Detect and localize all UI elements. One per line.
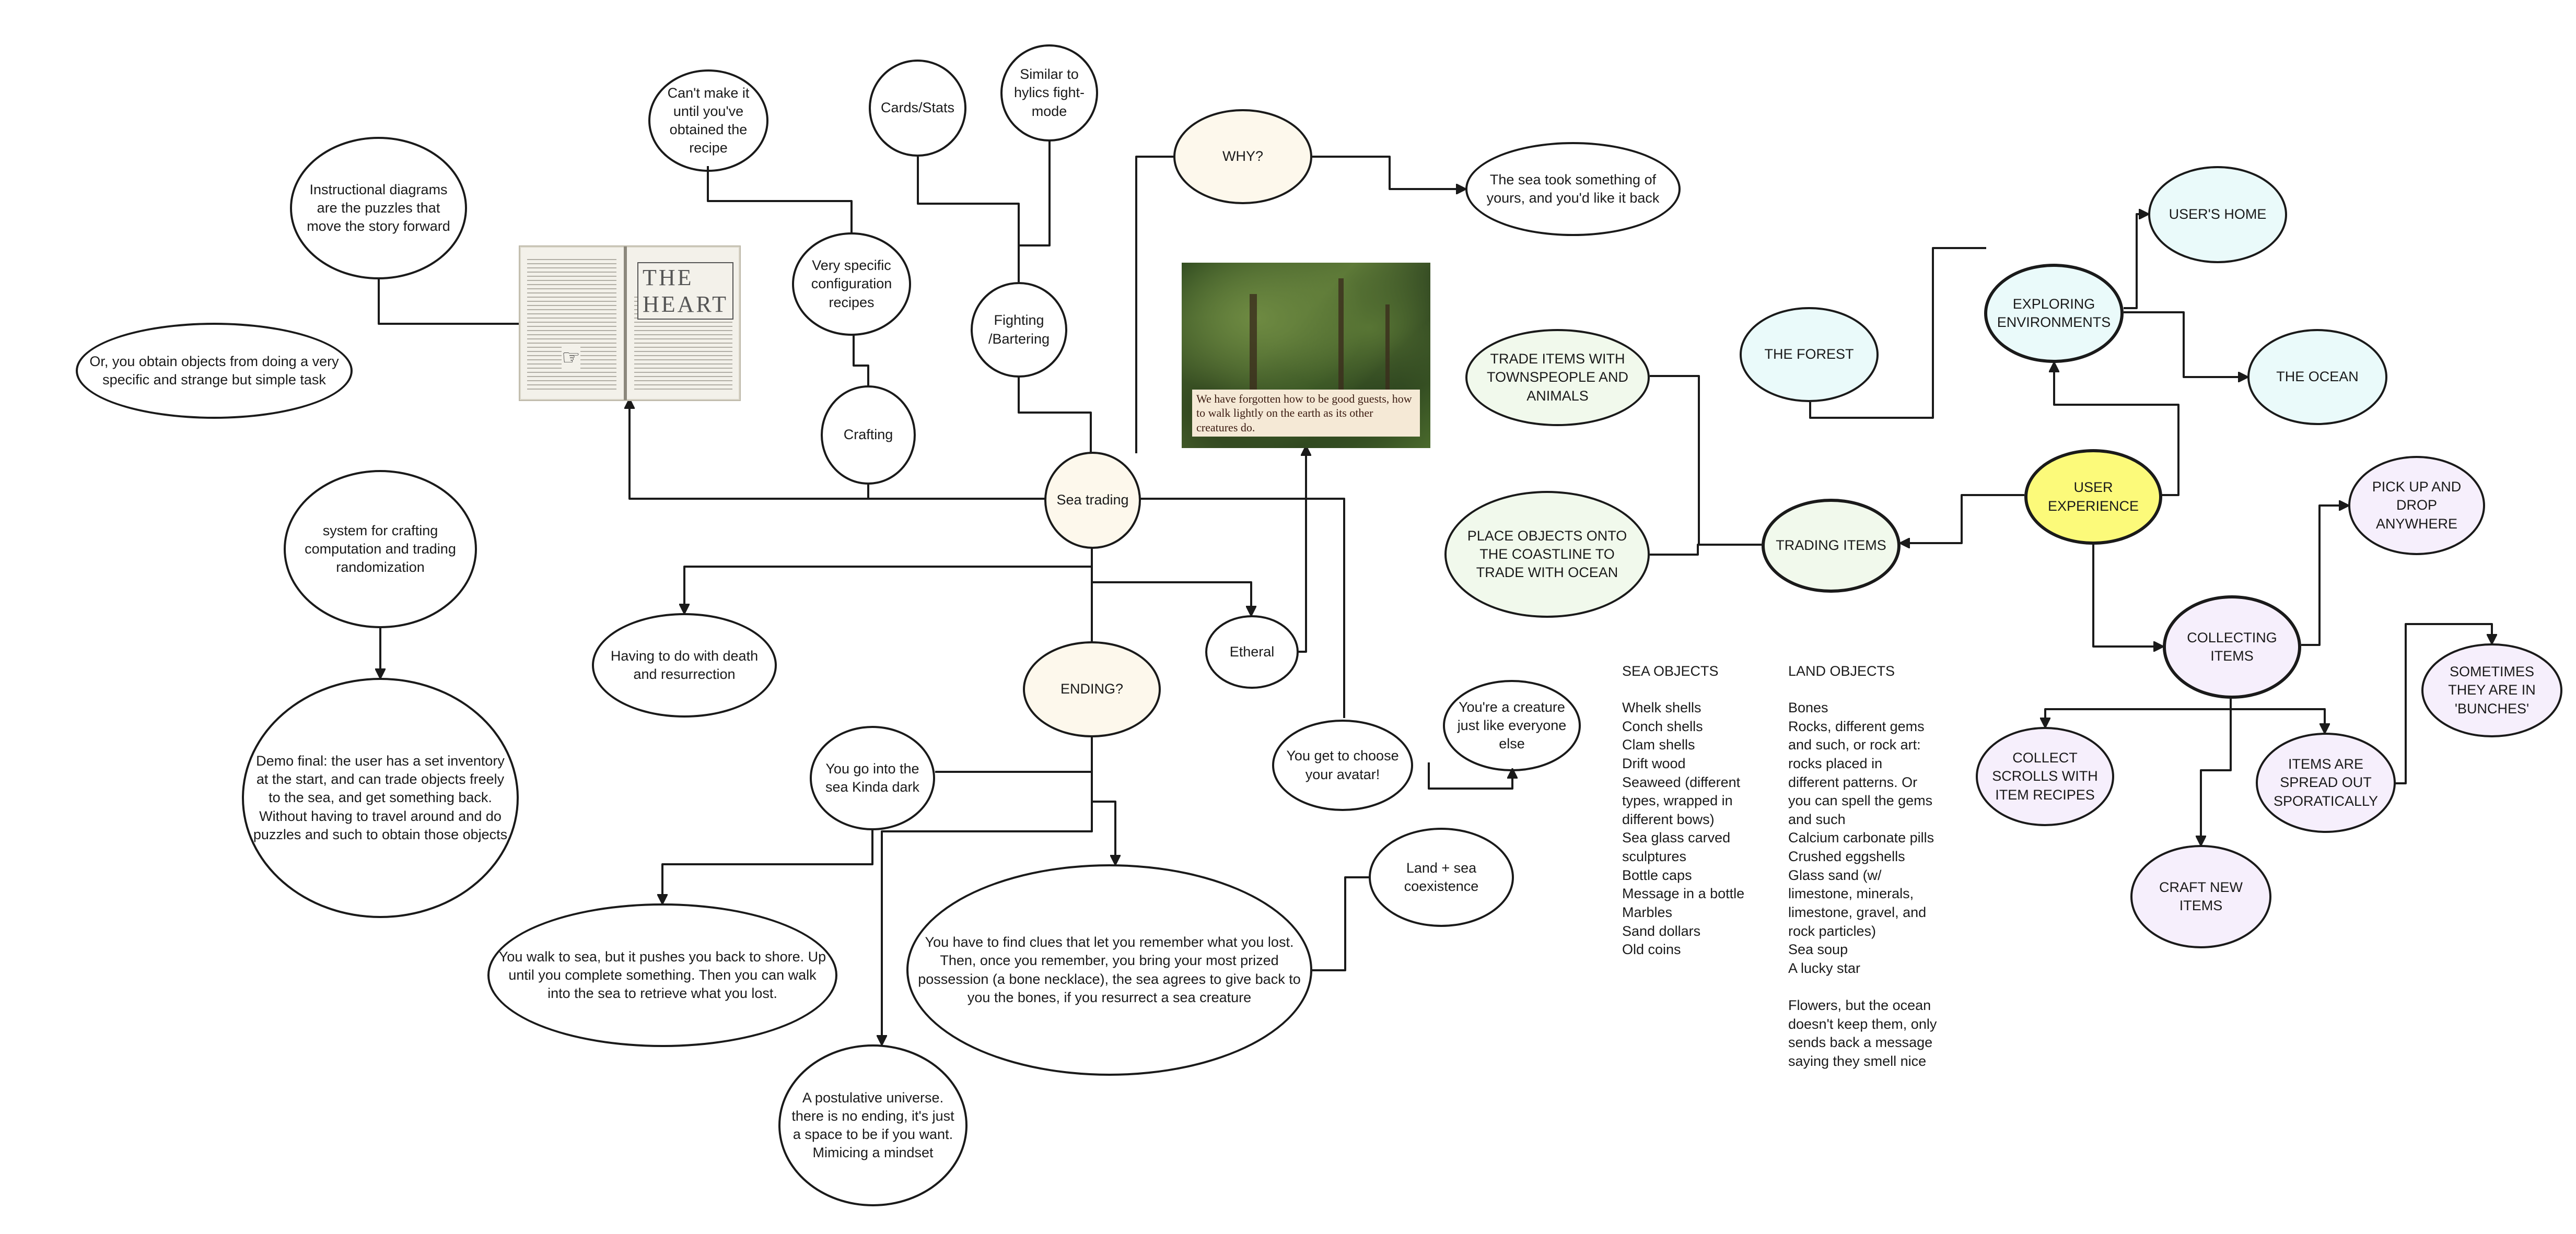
sea-objects-list: Whelk shells Conch shells Clam shells Dr… bbox=[1622, 700, 1745, 958]
edge-recipes-cantmake bbox=[707, 166, 853, 232]
node-place-objects: PLACE OBJECTS ONTO THE COASTLINE TO TRAD… bbox=[1444, 491, 1650, 618]
node-bunches: SOMETIMES THEY ARE IN 'BUNCHES' bbox=[2421, 643, 2562, 737]
edge-crafting-recipes bbox=[853, 334, 869, 385]
edge-spread-bunches bbox=[2395, 623, 2492, 784]
edge-seatrading-crafting bbox=[867, 485, 1046, 500]
node-ending: ENDING? bbox=[1023, 641, 1161, 737]
edge-seatrading-death bbox=[684, 546, 1093, 613]
node-system-crafting: system for crafting computation and trad… bbox=[284, 470, 477, 628]
edge-etheral-photo bbox=[1297, 446, 1306, 653]
node-cant-make: Can't make it until you've obtained the … bbox=[648, 69, 768, 172]
edge-collecting-scrolls bbox=[2045, 699, 2232, 727]
book-heading: THE HEART bbox=[637, 262, 733, 320]
node-hylics: Similar to hylics fight-mode bbox=[1000, 44, 1098, 142]
edge-ending-clues bbox=[1091, 772, 1115, 864]
node-avatar: You get to choose your avatar! bbox=[1272, 720, 1413, 811]
edge-seatrading-book bbox=[630, 399, 868, 500]
edge-seatrading-etheral bbox=[1091, 546, 1251, 615]
node-sea-took: The sea took something of yours, and you… bbox=[1465, 142, 1681, 236]
edge-fighting-hylics bbox=[1018, 141, 1051, 282]
edge-exploring-home bbox=[2124, 214, 2148, 309]
book-left-page: ☞ bbox=[520, 246, 627, 400]
node-users-home: USER'S HOME bbox=[2148, 166, 2287, 263]
land-objects-list: Bones Rocks, different gems and such, or… bbox=[1788, 700, 1937, 1069]
edge-exploring-forest bbox=[1809, 247, 1986, 419]
edge-avatar-creature bbox=[1428, 762, 1512, 790]
node-crafting: Crafting bbox=[821, 385, 916, 485]
node-walk-sea: You walk to sea, but it pushes you back … bbox=[487, 903, 837, 1047]
node-collecting: COLLECTING ITEMS bbox=[2163, 595, 2301, 699]
edge-seatrading-photo bbox=[1099, 498, 1345, 718]
node-recipes: Very specific configuration recipes bbox=[792, 232, 911, 336]
node-user-experience[interactable]: USER EXPERIENCE bbox=[2024, 449, 2162, 545]
node-clues: You have to find clues that let you reme… bbox=[906, 864, 1312, 1076]
node-cards-stats: Cards/Stats bbox=[869, 60, 966, 157]
edge-ending-postulative bbox=[882, 772, 1093, 1044]
edge-collecting-spread bbox=[2231, 708, 2325, 733]
edge-trading-place bbox=[1650, 544, 1762, 556]
edge-trading-townspeople bbox=[1650, 375, 1762, 546]
node-instructional: Instructional diagrams are the puzzles t… bbox=[290, 137, 467, 279]
edge-seatrading-why bbox=[1135, 156, 1173, 453]
edge-ux-trading bbox=[1901, 494, 2024, 543]
photo-caption: We have forgotten how to be good guests,… bbox=[1192, 389, 1420, 437]
edge-collecting-craft bbox=[2201, 709, 2232, 845]
node-trade-townspeople: TRADE ITEMS WITH TOWNSPEOPLE AND ANIMALS bbox=[1465, 329, 1650, 426]
land-objects-title: LAND OBJECTS bbox=[1788, 663, 1895, 679]
edge-why-seatook bbox=[1312, 156, 1465, 189]
node-postulative: A postulative universe. there is no endi… bbox=[778, 1044, 968, 1206]
node-trading-items: TRADING ITEMS bbox=[1762, 499, 1901, 593]
edge-collecting-pickup bbox=[2301, 506, 2348, 646]
node-spread-out: ITEMS ARE SPREAD OUT SPORATICALLY bbox=[2256, 733, 2396, 833]
node-obtain-objects: Or, you obtain objects from doing a very… bbox=[76, 323, 353, 419]
node-ocean: THE OCEAN bbox=[2247, 329, 2387, 425]
edge-book-instructional bbox=[378, 279, 519, 325]
book-illustration: ☞ THE HEART bbox=[519, 245, 741, 401]
edge-ux-collecting bbox=[2092, 545, 2163, 647]
edge-ending-seadark bbox=[935, 737, 1093, 773]
node-pick-up: PICK UP AND DROP ANYWHERE bbox=[2348, 456, 2485, 555]
edge-ux-exploring bbox=[2054, 363, 2179, 496]
node-exploring: EXPLORING ENVIRONMENTS bbox=[1984, 264, 2124, 363]
sea-objects-title: SEA OBJECTS bbox=[1622, 663, 1719, 679]
node-sea-dark: You go into the sea Kinda dark bbox=[810, 726, 935, 830]
node-fighting: Fighting /Bartering bbox=[971, 282, 1067, 378]
node-demo-final: Demo final: the user has a set inventory… bbox=[242, 678, 519, 918]
edge-seatrading-fighting bbox=[1018, 376, 1092, 453]
node-craft-new: CRAFT NEW ITEMS bbox=[2130, 845, 2271, 948]
pointing-hand-icon: ☞ bbox=[562, 346, 580, 370]
edge-exploring-ocean bbox=[2124, 311, 2247, 377]
book-right-page: THE HEART bbox=[627, 246, 740, 400]
node-collect-scrolls: COLLECT SCROLLS WITH ITEM RECIPES bbox=[1976, 727, 2114, 826]
forest-photo: We have forgotten how to be good guests,… bbox=[1182, 263, 1430, 448]
edge-seadark-walk bbox=[662, 830, 873, 903]
edge-clues-coexistence bbox=[1312, 876, 1369, 971]
node-why: WHY? bbox=[1173, 109, 1312, 204]
node-coexistence: Land + sea coexistence bbox=[1369, 828, 1514, 927]
node-sea-trading[interactable]: Sea trading bbox=[1044, 452, 1141, 549]
node-forest: THE FOREST bbox=[1740, 307, 1879, 402]
node-etheral: Etheral bbox=[1205, 615, 1299, 689]
edge-fighting-cards bbox=[917, 157, 1020, 282]
node-creature: You're a creature just like everyone els… bbox=[1443, 680, 1581, 771]
node-death: Having to do with death and resurrection bbox=[592, 613, 777, 718]
